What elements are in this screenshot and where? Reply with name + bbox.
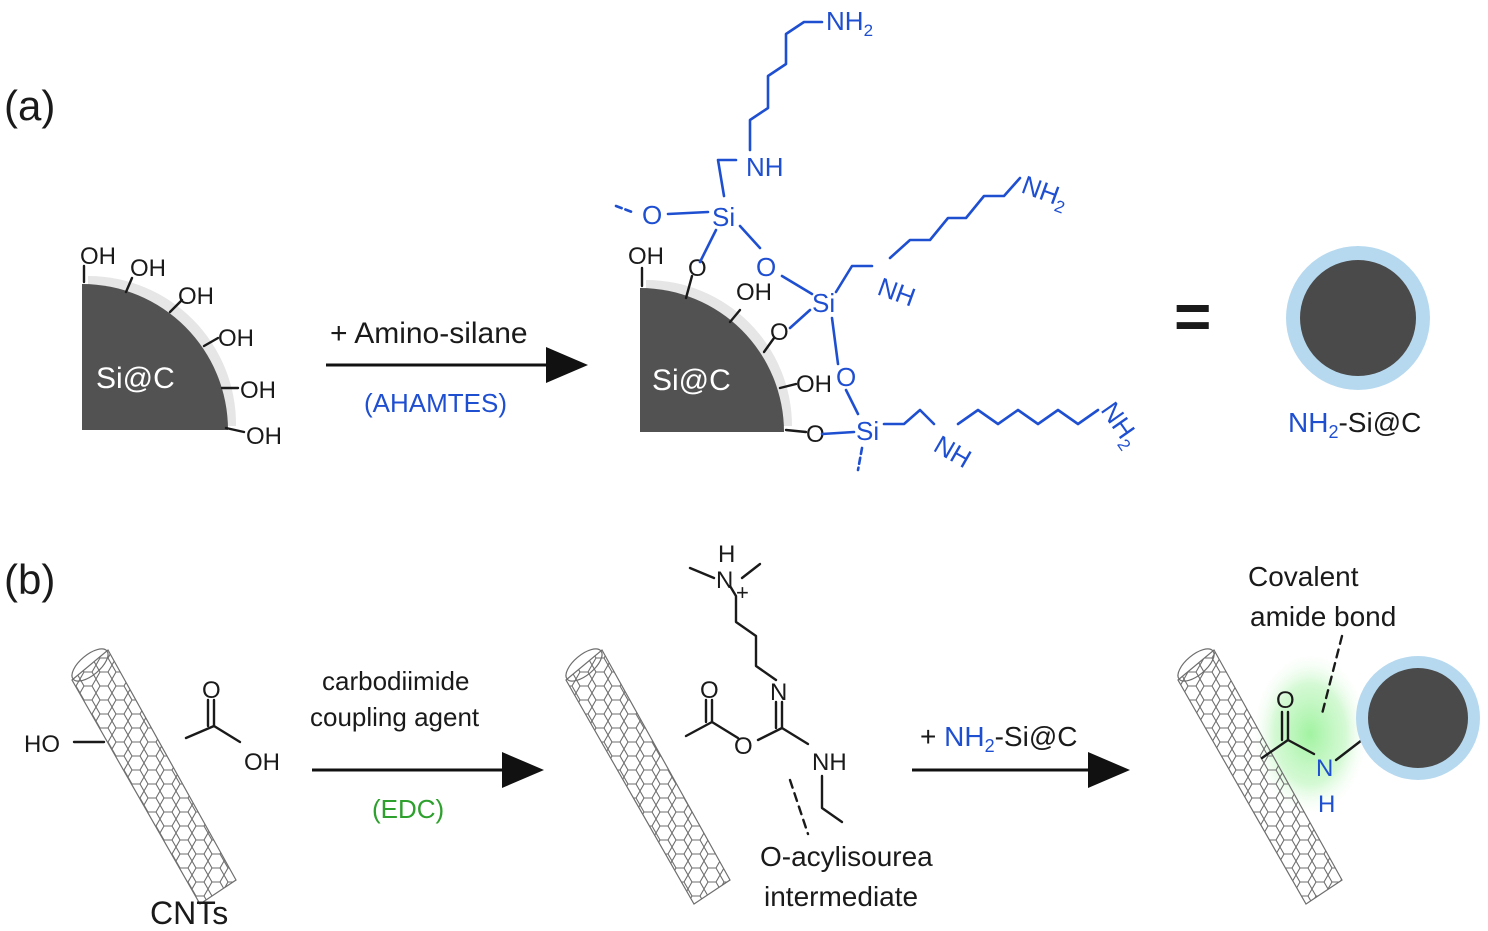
product-label: NH2-Si@C bbox=[1288, 407, 1421, 442]
coupling-agent-line2: coupling agent bbox=[310, 702, 480, 732]
cnt-o-acylisourea: O O N H N + NH bbox=[565, 541, 847, 905]
si-c-label: Si@C bbox=[96, 362, 175, 395]
amide-hydrogen: H bbox=[1318, 791, 1335, 818]
amine-nh: NH bbox=[812, 749, 847, 776]
positive-charge: + bbox=[736, 580, 749, 605]
hydroxyl-label: OH bbox=[796, 371, 832, 398]
hydroxyl-label: OH bbox=[246, 423, 282, 450]
carbon-nanotube: HO O OH bbox=[24, 648, 280, 905]
panel-b-label: (b) bbox=[4, 556, 55, 603]
cnt-amide-product: O N H bbox=[1177, 634, 1480, 905]
hydroxyl-label: OH bbox=[178, 283, 214, 310]
hydroxyl-label: OH bbox=[80, 243, 116, 270]
coupling-arrow: carbodiimide coupling agent (EDC) bbox=[310, 666, 544, 824]
cnt-label: CNTs bbox=[150, 895, 228, 931]
amine-nh: NH bbox=[874, 271, 920, 312]
oxygen-atom: O bbox=[806, 421, 825, 448]
oxygen-atom: O bbox=[756, 252, 776, 282]
amine-nh: NH bbox=[746, 152, 784, 182]
reagent-b-label: + NH2-Si@C bbox=[920, 721, 1077, 756]
amine-nh: NH bbox=[929, 429, 977, 474]
amide-nitrogen: N bbox=[1316, 755, 1333, 782]
surface-hydroxyl-groups: OH OH OH OH OH OH bbox=[80, 243, 282, 450]
amine-nh2: NH2 bbox=[826, 6, 873, 40]
carbonyl-oxygen: O bbox=[202, 677, 221, 704]
silicon-atom: Si bbox=[812, 288, 835, 318]
oxygen-atom: O bbox=[642, 200, 662, 230]
reagent-label: + Amino-silane bbox=[330, 317, 528, 350]
hydroxyl-ho: HO bbox=[24, 731, 60, 758]
silicon-atom: Si bbox=[712, 202, 735, 232]
amine-nh2: NH2 bbox=[1017, 169, 1073, 217]
covalent-bond-label-line2: amide bond bbox=[1250, 601, 1396, 632]
panel-a-label: (a) bbox=[4, 82, 55, 129]
amidation-arrow: + NH2-Si@C bbox=[912, 721, 1130, 788]
intermediate-label-line2: intermediate bbox=[764, 881, 918, 912]
ammonium-n: N bbox=[716, 567, 733, 594]
hydroxyl-label: OH bbox=[130, 255, 166, 282]
equals-sign: = bbox=[1174, 280, 1211, 352]
hydroxyl-label: OH bbox=[628, 243, 664, 270]
hydroxyl-oh: OH bbox=[244, 749, 280, 776]
hydroxyl-label: OH bbox=[218, 325, 254, 352]
covalent-bond-label-line1: Covalent bbox=[1248, 561, 1359, 592]
intermediate-label-line1: O-acylisourea bbox=[760, 841, 933, 872]
si-c-label: Si@C bbox=[652, 364, 731, 397]
ester-oxygen: O bbox=[734, 733, 753, 760]
carbonyl-oxygen: O bbox=[700, 677, 719, 704]
imine-nitrogen: N bbox=[770, 679, 787, 706]
carbonyl-oxygen: O bbox=[1276, 687, 1295, 714]
hydroxyl-label: OH bbox=[240, 377, 276, 404]
reactant-si-c-particle: Si@C bbox=[82, 276, 237, 430]
coupling-agent-line1: carbodiimide bbox=[322, 666, 469, 696]
reagent-name: (AHAMTES) bbox=[364, 388, 507, 418]
nh2-si-c-particle-symbol: NH2-Si@C bbox=[1286, 246, 1430, 442]
silicon-atom: Si bbox=[856, 416, 879, 446]
oxygen-atom: O bbox=[688, 255, 707, 282]
amine-nh2: NH2 bbox=[1092, 396, 1147, 454]
hydroxyl-label: OH bbox=[736, 279, 772, 306]
functionalized-particle: Si@C OH OH OH O O O bbox=[628, 243, 832, 448]
coupling-agent-name: (EDC) bbox=[372, 794, 444, 824]
ammonium-h: H bbox=[718, 541, 735, 568]
oxygen-atom: O bbox=[836, 362, 856, 392]
oxygen-atom: O bbox=[770, 319, 789, 346]
reaction-arrow-a: + Amino-silane (AHAMTES) bbox=[326, 317, 588, 418]
